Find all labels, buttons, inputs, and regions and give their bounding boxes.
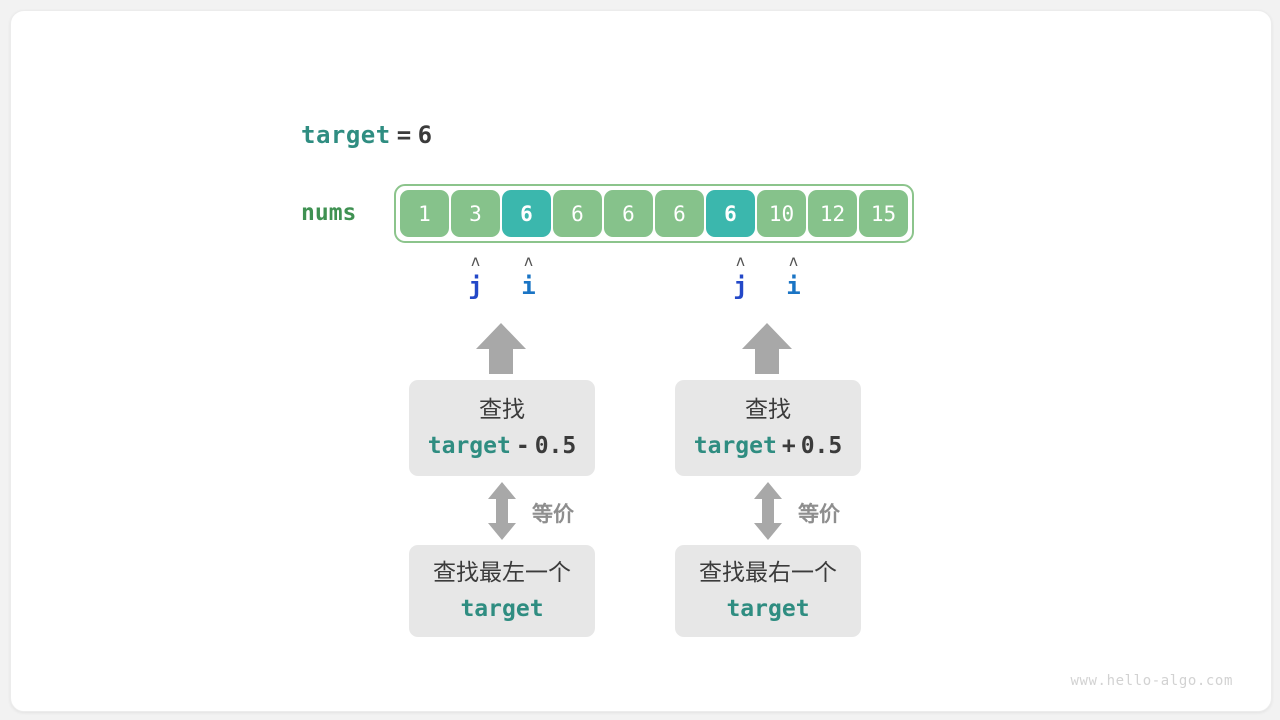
pointer-i-right: ʌ i [769,252,818,300]
caret-icon: ʌ [523,252,534,270]
box-search-target-minus: 查找 target-0.5 [409,380,595,476]
array-cell: 10 [757,190,806,237]
equals-sign: = [396,121,412,149]
array-cell: 6 [706,190,755,237]
equivalence-label-left: 等价 [532,502,574,526]
box-line-code: target-0.5 [428,429,577,463]
array-cell: 6 [604,190,653,237]
code-number: 0.5 [534,433,577,459]
code-operator: + [781,433,796,459]
pointer-label: i [786,272,801,300]
up-arrow-icon-right [740,322,794,374]
up-arrow-icon-left [474,322,528,374]
box-search-leftmost-target: 查找最左一个 target [409,545,595,637]
pointer-label: i [521,272,536,300]
box-line-code: target+0.5 [694,429,843,463]
array-cell: 3 [451,190,500,237]
box-search-rightmost-target: 查找最右一个 target [675,545,861,637]
box-line-chinese: 查找 [479,397,525,423]
array-label: nums [301,200,357,226]
equivalence-label-right: 等价 [798,502,840,526]
code-variable: target [460,596,544,622]
code-operator: - [515,433,530,459]
array-cell: 15 [859,190,908,237]
array-container: 1 3 6 6 6 6 6 10 12 15 [394,184,914,243]
diagram-canvas: target=6 nums 1 3 6 6 6 6 6 10 12 15 ʌ j… [10,10,1272,712]
box-line-chinese: 查找 [745,397,791,423]
caret-icon: ʌ [788,252,799,270]
target-declaration: target=6 [301,121,433,149]
code-variable: target [427,433,511,459]
pointer-i-left: ʌ i [504,252,553,300]
box-line-chinese: 查找最左一个 [433,560,571,586]
pointer-j-right: ʌ j [716,252,765,300]
array-cell: 1 [400,190,449,237]
pointer-label: j [733,272,748,300]
equivalence-arrow-icon-left [487,482,517,540]
array-cell: 12 [808,190,857,237]
pointer-label: j [468,272,483,300]
array-cell: 6 [553,190,602,237]
equivalence-arrow-icon-right [753,482,783,540]
array-cell: 6 [502,190,551,237]
watermark: www.hello-algo.com [1070,673,1233,689]
code-variable: target [693,433,777,459]
target-value: 6 [417,121,433,149]
pointer-j-left: ʌ j [451,252,500,300]
box-search-target-plus: 查找 target+0.5 [675,380,861,476]
target-variable-name: target [301,121,391,149]
code-number: 0.5 [800,433,843,459]
caret-icon: ʌ [470,252,481,270]
caret-icon: ʌ [735,252,746,270]
box-line-chinese: 查找最右一个 [699,560,837,586]
array-cell: 6 [655,190,704,237]
code-variable: target [726,596,810,622]
